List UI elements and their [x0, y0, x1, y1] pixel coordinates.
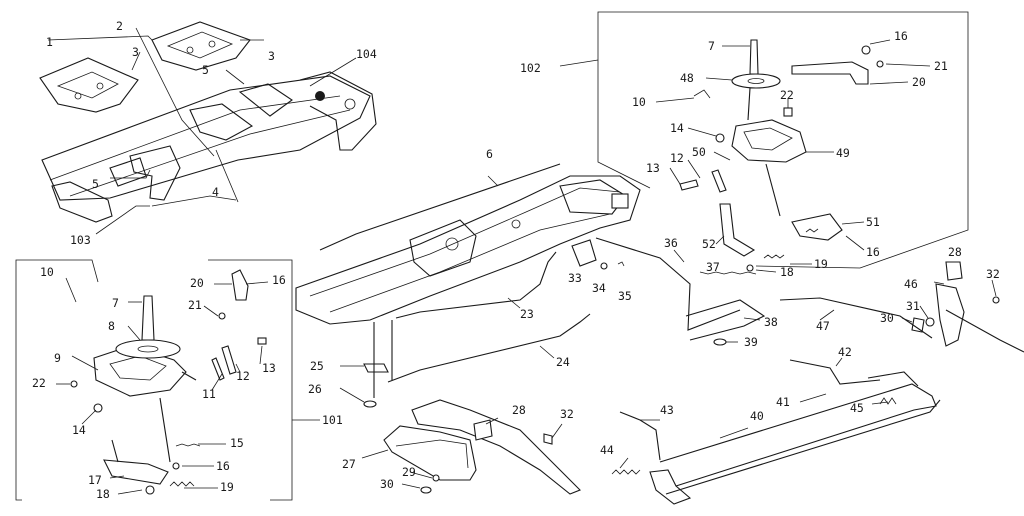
label-52: 52	[702, 237, 716, 251]
label-10a: 10	[40, 265, 54, 279]
label-104: 104	[356, 47, 377, 61]
label-102: 102	[520, 61, 541, 75]
label-18a: 18	[96, 487, 110, 501]
assembly-101-drawing	[15, 259, 320, 501]
label-5a: 5	[202, 63, 209, 77]
label-33: 33	[568, 271, 582, 285]
label-16c: 16	[894, 29, 908, 43]
label-18b: 18	[780, 265, 794, 279]
assembly-103-104-drawing	[39, 21, 377, 235]
label-21b: 21	[934, 59, 948, 73]
right-linkage-drawing	[779, 261, 1024, 353]
label-12b: 12	[670, 151, 684, 165]
label-10b: 10	[632, 95, 646, 109]
label-3b: 3	[268, 49, 275, 63]
label-1: 1	[46, 35, 53, 49]
label-51: 51	[866, 215, 880, 229]
label-39: 39	[744, 335, 758, 349]
label-34: 34	[592, 281, 606, 295]
label-2: 2	[116, 19, 123, 33]
label-22b: 22	[780, 88, 794, 102]
label-7b: 7	[708, 39, 715, 53]
part-labels: 1 2 3 3 104 5 5 4 103 10 20 16 7 21 8 12…	[32, 19, 1000, 501]
label-6: 6	[486, 147, 493, 161]
label-3a: 3	[132, 45, 139, 59]
label-49: 49	[836, 146, 850, 160]
label-14a: 14	[72, 423, 86, 437]
label-40: 40	[750, 409, 764, 423]
label-5b: 5	[92, 177, 99, 191]
label-47: 47	[816, 319, 830, 333]
label-27: 27	[342, 457, 356, 471]
label-32b: 32	[560, 407, 574, 421]
label-101: 101	[322, 413, 343, 427]
label-17: 17	[88, 473, 102, 487]
label-48: 48	[680, 71, 694, 85]
label-26: 26	[308, 382, 322, 396]
label-24: 24	[556, 355, 570, 369]
label-103: 103	[70, 233, 91, 247]
label-28a: 28	[948, 245, 962, 259]
label-42: 42	[838, 345, 852, 359]
label-31: 31	[906, 299, 920, 313]
label-29: 29	[402, 465, 416, 479]
label-19a: 19	[220, 480, 234, 494]
label-41: 41	[776, 395, 790, 409]
label-30b: 30	[380, 477, 394, 491]
label-16b: 16	[216, 459, 230, 473]
label-37: 37	[706, 260, 720, 274]
shaft-assembly-drawing	[611, 357, 941, 505]
label-46: 46	[904, 277, 918, 291]
plate-27-drawing	[361, 399, 581, 495]
label-20b: 20	[912, 75, 926, 89]
label-22a: 22	[32, 376, 46, 390]
assembly-102-drawing	[559, 11, 969, 273]
label-38: 38	[764, 315, 778, 329]
label-45: 45	[850, 401, 864, 415]
label-14b: 14	[670, 121, 684, 135]
label-30a: 30	[880, 311, 894, 325]
label-15: 15	[230, 436, 244, 450]
label-20a: 20	[190, 276, 204, 290]
label-43: 43	[660, 403, 674, 417]
label-50: 50	[692, 145, 706, 159]
label-9: 9	[54, 351, 61, 365]
label-4: 4	[212, 185, 219, 199]
label-16d: 16	[866, 245, 880, 259]
label-32a: 32	[986, 267, 1000, 281]
label-23: 23	[520, 307, 534, 321]
label-13a: 13	[262, 361, 276, 375]
label-21a: 21	[188, 298, 202, 312]
label-8: 8	[108, 319, 115, 333]
label-25: 25	[310, 359, 324, 373]
label-19b: 19	[814, 257, 828, 271]
label-44: 44	[600, 443, 614, 457]
label-28b: 28	[512, 403, 526, 417]
label-11: 11	[202, 387, 216, 401]
centre-frame-drawing	[295, 163, 641, 408]
label-16a: 16	[272, 273, 286, 287]
label-35: 35	[618, 289, 632, 303]
bracket-group-drawing	[571, 237, 766, 346]
label-12a: 12	[236, 369, 250, 383]
label-13b: 13	[646, 161, 660, 175]
label-36: 36	[664, 236, 678, 250]
label-7a: 7	[112, 296, 119, 310]
